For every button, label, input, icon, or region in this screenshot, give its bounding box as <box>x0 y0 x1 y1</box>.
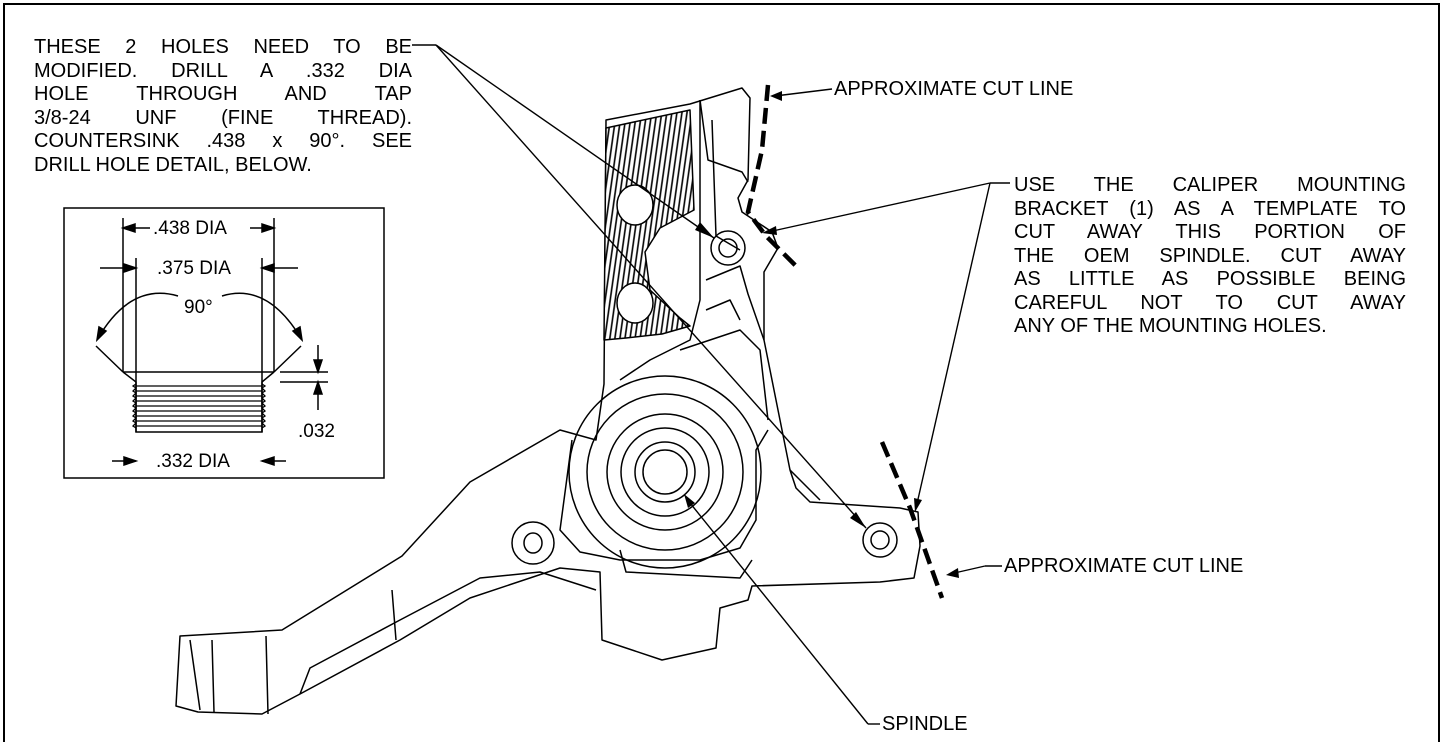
depth-label: .032 <box>298 421 335 442</box>
cut-line-bottom-label: APPROXIMATE CUT LINE <box>1004 555 1244 577</box>
caliper-note-line: CAREFUL NOT TO CUT AWAY <box>1014 291 1406 314</box>
cut-lines <box>745 84 945 599</box>
spindle-label: SPINDLE <box>882 713 968 735</box>
holes-note-line: MODIFIED. DRILL A .332 DIA <box>34 59 412 82</box>
holes-note: THESE 2 HOLES NEED TO BE MODIFIED. DRILL… <box>34 36 412 177</box>
drawing-frame <box>3 3 1440 742</box>
caliper-note-line: THE OEM SPINDLE. CUT AWAY <box>1014 244 1406 267</box>
dia-375-label: .375 DIA <box>157 258 231 279</box>
caliper-note-line: AS LITTLE AS POSSIBLE BEING <box>1014 268 1406 290</box>
caliper-note-line: BRACKET (1) AS A TEMPLATE TO <box>1014 197 1406 220</box>
caliper-note-line: USE THE CALIPER MOUNTING <box>1014 174 1406 196</box>
holes-note-line: 3/8-24 UNF (FINE THREAD). <box>34 106 412 129</box>
angle-label: 90° <box>184 297 213 318</box>
leader-lines <box>412 44 1010 725</box>
caliper-note: USE THE CALIPER MOUNTING BRACKET (1) AS … <box>1014 174 1406 339</box>
drill-hole-detail <box>63 207 385 479</box>
caliper-note-line: CUT AWAY THIS PORTION OF <box>1014 221 1406 243</box>
caliper-note-line: ANY OF THE MOUNTING HOLES. <box>1014 315 1327 337</box>
dia-438-label: .438 DIA <box>153 218 227 239</box>
cut-line-top-label: APPROXIMATE CUT LINE <box>834 78 1074 100</box>
holes-note-line: THESE 2 HOLES NEED TO BE <box>34 36 412 58</box>
dia-332-label: .332 DIA <box>156 451 230 472</box>
spindle-part <box>175 87 921 715</box>
holes-note-line: COUNTERSINK .438 x 90°. SEE <box>34 130 412 152</box>
holes-note-line: HOLE THROUGH AND TAP <box>34 83 412 105</box>
holes-note-line: DRILL HOLE DETAIL, BELOW. <box>34 153 312 176</box>
